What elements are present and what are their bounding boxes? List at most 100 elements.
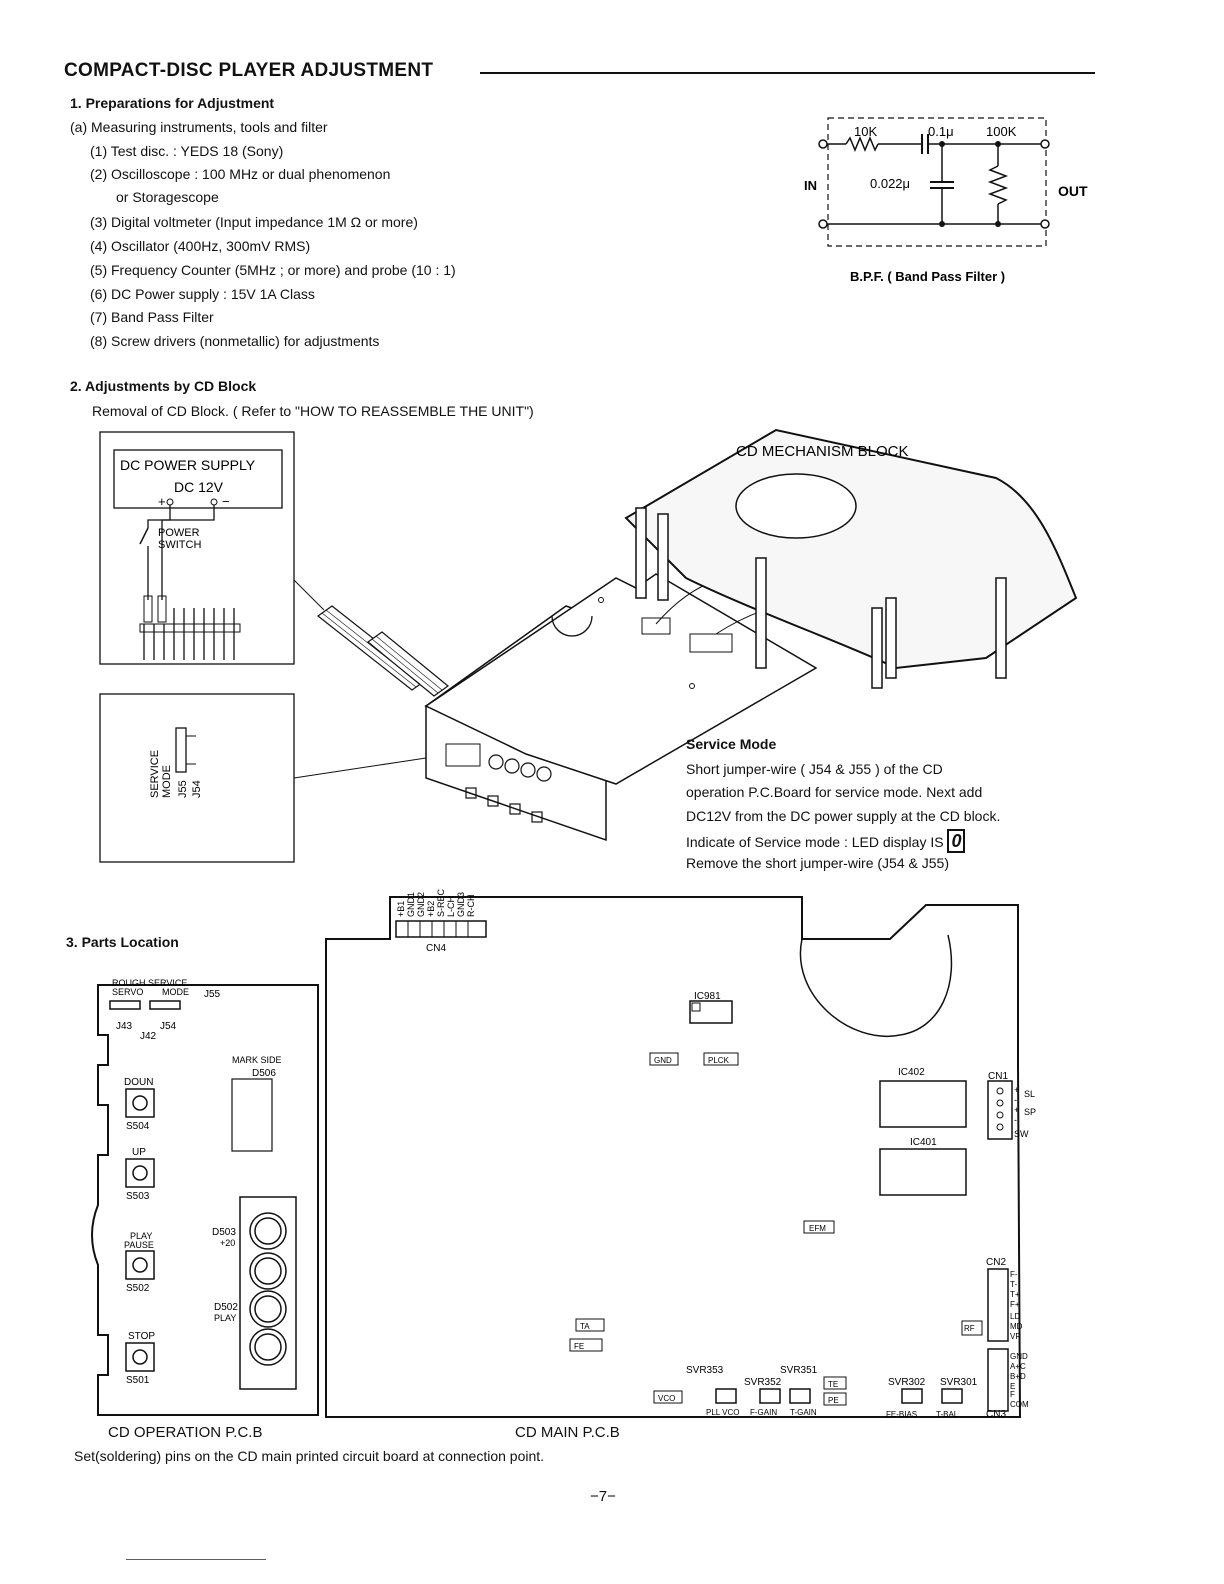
cn3-pin-label: COM [1010,1400,1029,1409]
bpf-schematic: 10K 0.1μ 100K 0.022μ IN OUT B.P.F. ( Ban… [804,117,1088,284]
j43-label: J43 [116,1021,133,1032]
list-item: (3) Digital voltmeter (Input impedance 1… [90,214,418,230]
cn2-pin-label: MD [1010,1322,1023,1331]
section2-heading: 2. Adjustments by CD Block [70,378,257,394]
f-gain-label: F-GAIN [750,1408,777,1417]
list-item: (7) Band Pass Filter [90,309,214,325]
psu-frame [99,431,295,665]
service-label: SERVICE [148,978,187,988]
disc-tray-icon [735,473,857,539]
title-rule [480,72,1095,74]
ic402-label: IC402 [898,1067,925,1078]
power-switch-label: POWER [158,527,200,539]
bpf-dashed-box [827,117,1047,247]
t-bal-label: T-BAL [936,1410,959,1419]
ic981-chip [689,1000,733,1024]
service-line-led: Indicate of Service mode : LED display I… [686,829,966,853]
connector-icon [641,617,671,635]
service-line: operation P.C.Board for service mode. Ne… [686,784,983,800]
s503-label: S503 [126,1191,150,1202]
d503-label: D503 [212,1227,236,1238]
mode-label: MODE [162,987,189,997]
bpf-out-label: OUT [1058,183,1088,199]
d503-sub-label: +20 [220,1238,235,1248]
service-line: Remove the short jumper-wire (J54 & J55) [686,855,949,871]
terminal-icon [818,139,828,149]
switch-s503-icon [125,1158,155,1188]
cn2-pin-label: T- [1010,1280,1017,1289]
list-item: (8) Screw drivers (nonmetallic) for adju… [90,333,380,349]
efm-label: EFM [809,1224,826,1233]
bpf-in-label: IN [804,178,817,193]
gnd-label: GND [654,1056,672,1065]
s504-label: S504 [126,1121,150,1132]
main-pcb-caption: CD MAIN P.C.B [515,1424,620,1441]
cn4-pin-label: GND3 [456,892,466,917]
ribbon-cable-icon [317,605,449,697]
list-item: (5) Frequency Counter (5MHz ; or more) a… [90,262,456,278]
fe-label: FE [574,1342,584,1351]
svr-trimmer-icon [789,1388,811,1404]
section1-heading: 1. Preparations for Adjustment [70,95,275,111]
cn1-pin-label: - [1014,1095,1017,1105]
fe-bias-label: FE-BIAS [886,1410,917,1419]
connector-icon [689,633,733,653]
service-line: DC12V from the DC power supply at the CD… [686,808,1001,824]
cn3-pin-label: GND [1010,1352,1028,1361]
service-mode-title: Service Mode [686,736,777,752]
rf-label: RF [964,1324,975,1333]
parts-location-diagram: ROUGH SERVO SERVICE MODE J55 J43 J54 J42… [91,888,1036,1420]
cn3-label: CN3 [986,1409,1006,1420]
ta-label: TA [580,1322,590,1331]
test-point-efm [803,1220,835,1234]
section3-heading: 3. Parts Location [66,934,179,950]
section1-subheading: (a) Measuring instruments, tools and fil… [70,119,328,135]
c2-label: 0.022μ [870,176,910,191]
play-label: PLAY [130,1231,152,1241]
led-glyph: 0 [947,829,966,853]
s502-label: S502 [126,1283,150,1294]
svr-trimmer-icon [901,1388,923,1404]
cn4-pin-label: +B2 [426,901,436,917]
test-point-pe [823,1392,847,1406]
ic402-chip [879,1080,967,1128]
r2-label: 100K [986,124,1017,139]
cn4-pin-label: GND2 [416,892,426,917]
cn1-group-label: SL [1024,1089,1035,1099]
cn4-pin-label: R-CH [466,895,476,918]
svr353-label: SVR353 [686,1365,724,1376]
cn3-pin-label: F [1010,1390,1015,1399]
d502-label: D502 [214,1302,238,1313]
terminal-icon [1040,219,1050,229]
j55-label: J55 [204,989,221,1000]
service-mode-label: SERVICE [149,750,161,798]
r1-label: 10K [854,124,877,139]
list-item: (2) Oscilloscope : 100 MHz or dual pheno… [90,166,391,182]
resistor-100k-icon [987,165,1009,205]
plck-label: PLCK [708,1056,730,1065]
test-point-gnd [649,1052,679,1066]
cn1-pin-label: + [1014,1085,1019,1095]
j42-label: J42 [140,1031,157,1042]
svr352-label: SVR352 [744,1377,782,1388]
cn2-label: CN2 [986,1257,1006,1268]
service-line: Short jumper-wire ( J54 & J55 ) of the C… [686,761,943,777]
pe-label: PE [828,1396,839,1405]
svr302-label: SVR302 [888,1377,926,1388]
main-pcb-outline [325,896,1022,1418]
rough-label: ROUGH [112,978,146,988]
operation-pcb-outline [91,984,319,1416]
cn1-connector [987,1080,1013,1140]
led-icon [249,1212,287,1366]
ic401-label: IC401 [910,1137,937,1148]
main-board-icon [424,573,818,785]
cn1-group-label: SP [1024,1107,1036,1117]
psu-minus: − [222,494,230,509]
switch-s501-icon [125,1342,155,1372]
svr-trimmer-icon [941,1388,963,1404]
cn1-label: CN1 [988,1071,1008,1082]
mechanism-label: CD MECHANISM BLOCK [736,443,909,460]
test-point-te [823,1376,847,1390]
t-gain-label: T-GAIN [790,1408,817,1417]
cn4-label: CN4 [426,943,446,954]
